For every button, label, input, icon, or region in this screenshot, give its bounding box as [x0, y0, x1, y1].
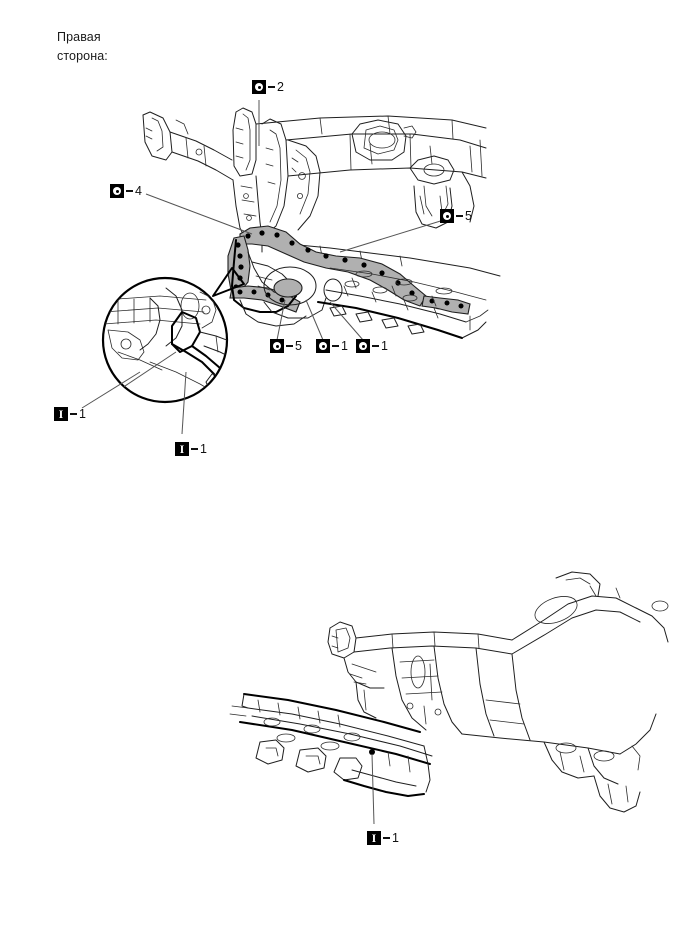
callout-count: 2: [277, 80, 284, 94]
lower-view-upper-frame: [327, 571, 669, 813]
leader-dash: [191, 448, 198, 450]
bottom-figure-leader-lines: [371, 753, 375, 825]
callout-top-2[interactable]: 2: [252, 79, 284, 95]
spot-weld-marker-icon: [252, 80, 266, 94]
spot-weld-dots-upper: [245, 230, 415, 296]
weld-point-lower: [369, 749, 375, 755]
leader-dash: [332, 345, 339, 347]
callout-count: 5: [465, 209, 472, 223]
left-apron-group: [142, 111, 234, 181]
leader-dash: [286, 345, 293, 347]
spot-weld-marker-icon: [110, 184, 124, 198]
front-side-member-group: [231, 239, 343, 327]
leader-dash: [456, 215, 463, 217]
callout-lower-1[interactable]: I 1: [367, 830, 399, 846]
callout-count: 1: [392, 831, 399, 845]
lower-cross-sheet: [245, 237, 501, 277]
leader-dash: [383, 837, 390, 839]
detail-inset-content: [103, 287, 227, 401]
detail-inset-circle: [101, 267, 245, 404]
spot-weld-dots-lowleft: [237, 289, 285, 303]
leader-dash: [372, 345, 379, 347]
callout-count: 5: [295, 339, 302, 353]
page-heading: Правая сторона:: [57, 30, 108, 63]
spot-weld-dots-left: [233, 242, 244, 290]
leader-dash: [70, 413, 77, 415]
plug-weld-marker-icon: I: [175, 442, 189, 456]
plug-weld-marker-icon: I: [367, 831, 381, 845]
spot-weld-marker-icon: [440, 209, 454, 223]
lower-apron-sheet: [329, 267, 487, 307]
callout-top-4[interactable]: 4: [110, 183, 142, 199]
center-tower-group: [232, 107, 321, 241]
spot-weld-marker-icon: [356, 339, 370, 353]
leader-dash: [268, 86, 275, 88]
callout-count: 1: [79, 407, 86, 421]
callout-top-5-right[interactable]: 5: [440, 208, 472, 224]
plug-weld-marker-icon: I: [54, 407, 68, 421]
callout-bottom-5[interactable]: 5: [270, 338, 302, 354]
callout-count: 1: [381, 339, 388, 353]
callout-inset-1b[interactable]: I 1: [175, 441, 207, 457]
callout-bottom-1a[interactable]: 1: [316, 338, 348, 354]
weld-flange-group: [227, 225, 427, 313]
leader-dash: [126, 190, 133, 192]
spot-weld-marker-icon: [316, 339, 330, 353]
bottom-figure-artwork: [229, 571, 669, 813]
right-flange-group: [421, 295, 471, 315]
right-long-rail: [317, 280, 489, 339]
callout-bottom-1b[interactable]: 1: [356, 338, 388, 354]
lower-view-long-rail: [229, 693, 433, 797]
callout-inset-1a[interactable]: I 1: [54, 406, 86, 422]
top-figure-leader-lines: [81, 100, 448, 435]
spot-weld-marker-icon: [270, 339, 284, 353]
callout-count: 4: [135, 184, 142, 198]
callout-count: 1: [341, 339, 348, 353]
callout-count: 1: [200, 442, 207, 456]
